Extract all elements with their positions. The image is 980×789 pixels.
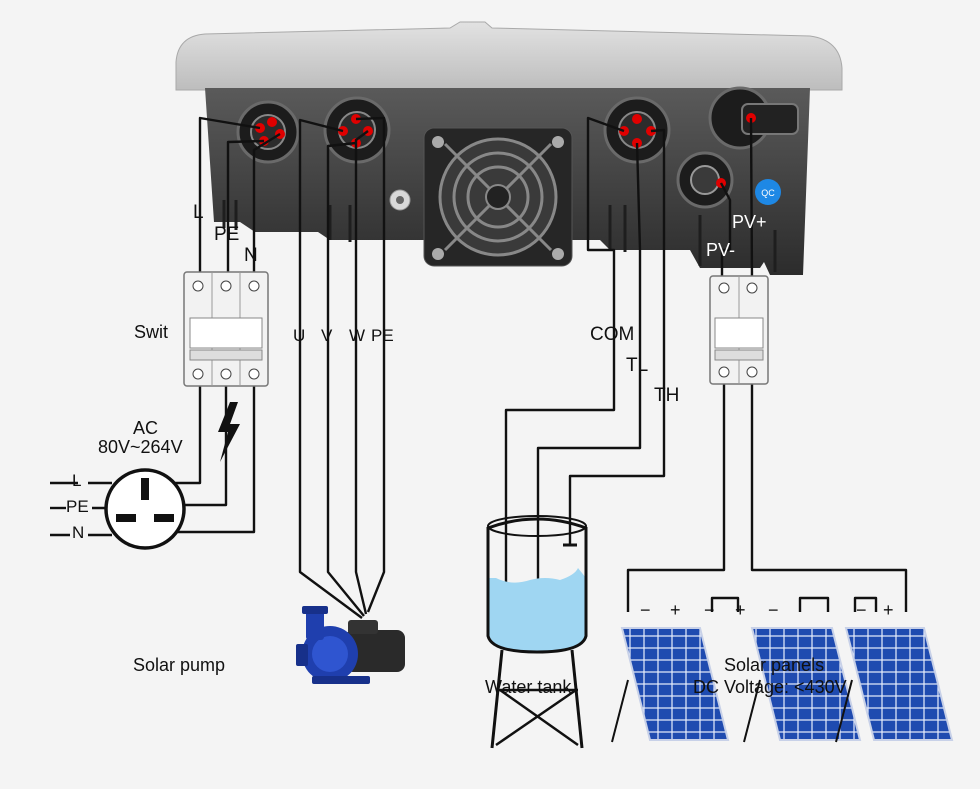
water-tank-icon [486, 515, 588, 749]
sensor-terminal-th: TH [654, 385, 680, 406]
qc-badge-icon: QC [755, 179, 781, 205]
ac-voltage-range: 80V~264V [98, 437, 183, 457]
sensor-connector [603, 96, 671, 164]
wire-w [354, 130, 369, 615]
ac-line-l: L [72, 471, 82, 490]
wire-pe-pump [355, 116, 386, 613]
pv-negative-label: PV- [706, 240, 736, 260]
ac-circuit-breaker [183, 271, 269, 387]
ac-line-pe: PE [66, 497, 89, 516]
panel-terminal-3: − [704, 600, 715, 620]
ac-socket-icon [50, 468, 186, 550]
solar-pump-label: Solar pump [133, 655, 226, 675]
wire-n-upper [252, 132, 281, 278]
wire-pe-lower [180, 382, 228, 507]
solar-panel-1 [611, 627, 730, 743]
solar-panels-voltage: DC Voltage: <430V [693, 677, 847, 697]
panel-terminal-1: − [640, 600, 651, 620]
wire-panel-link-2 [798, 596, 830, 612]
wire-pe-upper [226, 139, 265, 278]
panel-terminal-7: + [883, 600, 894, 620]
inverter-lid [175, 21, 843, 91]
wire-pv-neg-upper [719, 182, 732, 280]
wire-panel-link-3 [853, 596, 878, 612]
wire-pv-neg-lower [626, 380, 726, 612]
wire-l-lower [175, 382, 202, 485]
sensor-terminal-tl: TL [626, 355, 649, 376]
wire-pv-pos-upper [749, 117, 754, 281]
solar-pump-icon [296, 606, 405, 684]
solar-panels-label: Solar panels [724, 655, 825, 675]
solar-panel-2 [743, 627, 862, 743]
panel-terminal-5: − [768, 600, 779, 620]
switch-label: Swit [134, 322, 169, 342]
terminal-label-l: L [193, 202, 204, 223]
panel-terminal-4: + [735, 600, 746, 620]
panel-terminal-6: − [856, 600, 867, 620]
wire-u [298, 118, 363, 619]
solar-panel-3 [835, 627, 954, 743]
wire-n-lower [170, 382, 256, 534]
wire-com [504, 116, 625, 588]
ac-title: AC [133, 418, 159, 438]
wire-th [568, 128, 666, 545]
cooling-fan [423, 127, 573, 267]
pump-terminal-u: U [293, 326, 306, 345]
wire-pv-pos-lower [750, 380, 908, 612]
terminal-label-n: N [244, 245, 258, 266]
ac-line-n: N [72, 523, 85, 542]
wire-panel-link-1 [710, 596, 740, 612]
pv-negative-connector [676, 151, 734, 209]
qc-badge-text: QC [761, 188, 775, 198]
wire-tl [536, 142, 642, 636]
water-tank-label: Water tank [485, 677, 572, 697]
pump-terminal-v: V [321, 326, 333, 345]
sensor-terminal-com: COM [590, 324, 635, 345]
wire-v [326, 141, 365, 617]
pump-terminal-pe: PE [371, 326, 394, 345]
inverter: QC [175, 21, 843, 275]
pump-terminal-w: W [349, 326, 366, 345]
pv-positive-label: PV+ [732, 212, 767, 232]
terminal-label-pe: PE [214, 224, 240, 245]
ac-input-connector [236, 100, 300, 164]
pv-positive-connector [708, 86, 799, 150]
pv-circuit-breaker [709, 275, 769, 385]
panel-terminal-2: + [670, 600, 681, 620]
wires [170, 116, 908, 636]
pump-output-connector [323, 96, 391, 164]
wire-l-upper [198, 116, 261, 278]
cooling-fins [222, 200, 777, 272]
lightning-icon [218, 402, 240, 462]
